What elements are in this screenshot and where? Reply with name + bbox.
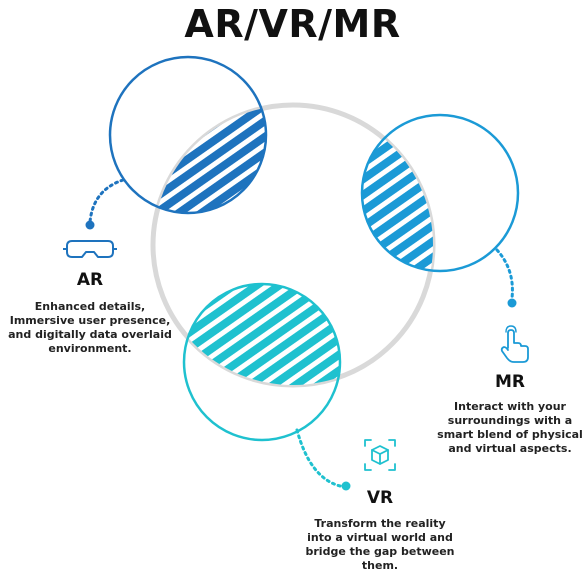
vr-label: VR	[366, 488, 394, 508]
vr-circle	[182, 282, 342, 442]
mr-connector	[495, 248, 514, 300]
vr-description-line: into a virtual world and	[307, 531, 453, 544]
vr-description-line: them.	[361, 559, 399, 572]
vr-description-line: Transform the reality	[314, 517, 446, 530]
mr-label: MR	[494, 372, 525, 392]
cube-icon	[364, 439, 396, 471]
ar-description-line: environment.	[48, 342, 132, 355]
ar-circle	[108, 55, 268, 215]
vr-connector	[295, 428, 342, 488]
ar-description-line: Immersive user presence,	[9, 314, 171, 327]
vr-intersection	[184, 284, 340, 385]
vr-connector-dot	[341, 481, 351, 491]
ar-description-line: Enhanced details,	[34, 300, 146, 313]
mr-description-line: Interact with your	[454, 400, 566, 413]
ar-description-line: and digitally data overlaid	[8, 328, 172, 341]
mr-description-line: and virtual aspects.	[448, 442, 572, 455]
ar-description: Enhanced details, Immersive user presenc…	[0, 300, 180, 356]
ar-connector-dot	[85, 220, 95, 230]
ar-connector	[88, 178, 125, 224]
mr-circle	[360, 113, 520, 273]
mr-description: Interact with your surroundings with a s…	[420, 400, 585, 456]
mr-description-line: surroundings with a	[447, 414, 573, 427]
page-title: AR/VR/MR	[184, 2, 401, 46]
hand-pointer-icon	[500, 325, 529, 363]
mr-description-line: smart blend of physical	[437, 428, 583, 441]
mr-connector-dot	[507, 298, 517, 308]
vr-description-line: bridge the gap between	[305, 545, 455, 558]
vr-description: Transform the reality into a virtual wor…	[280, 517, 480, 573]
vr-headset-icon	[63, 240, 117, 258]
ar-label: AR	[76, 270, 104, 290]
